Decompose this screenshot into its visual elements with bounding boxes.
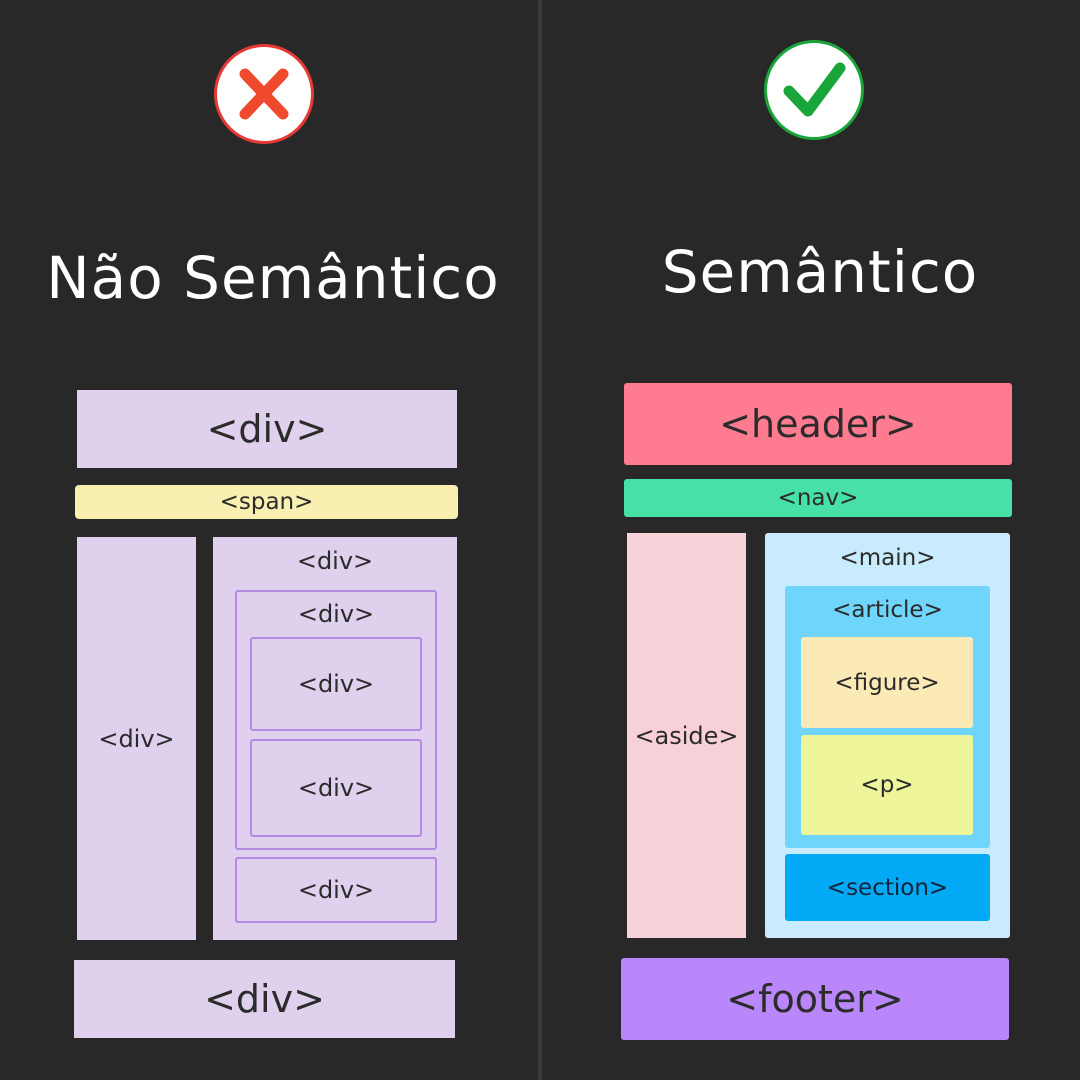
container-div-block: <div>: [213, 537, 457, 940]
side-div-block: <div>: [77, 537, 196, 940]
aside-block: <aside>: [627, 533, 746, 938]
article-label: <article>: [832, 597, 943, 623]
footer-block: <footer>: [621, 958, 1009, 1040]
cross-icon: [214, 44, 314, 144]
bottom-div-block: <div>: [74, 960, 455, 1038]
inner-div-label: <div>: [297, 600, 375, 628]
nested-div-block-a: <div>: [250, 637, 422, 731]
check-icon: [764, 40, 864, 140]
inner-div-block: <div>: [235, 590, 437, 850]
span-block: <span>: [75, 485, 458, 519]
top-div-block: <div>: [77, 390, 457, 468]
nav-block: <nav>: [624, 479, 1012, 517]
figure-block: <figure>: [801, 637, 973, 728]
header-block: <header>: [624, 383, 1012, 465]
lower-div-block: <div>: [235, 857, 437, 923]
center-divider: [538, 0, 542, 1080]
p-block: <p>: [801, 735, 973, 835]
non-semantic-title: Não Semântico: [46, 244, 500, 312]
nested-div-block-b: <div>: [250, 739, 422, 837]
main-label: <main>: [839, 545, 936, 571]
container-div-label: <div>: [296, 547, 374, 575]
semantic-title: Semântico: [661, 238, 979, 306]
section-block: <section>: [785, 854, 990, 921]
